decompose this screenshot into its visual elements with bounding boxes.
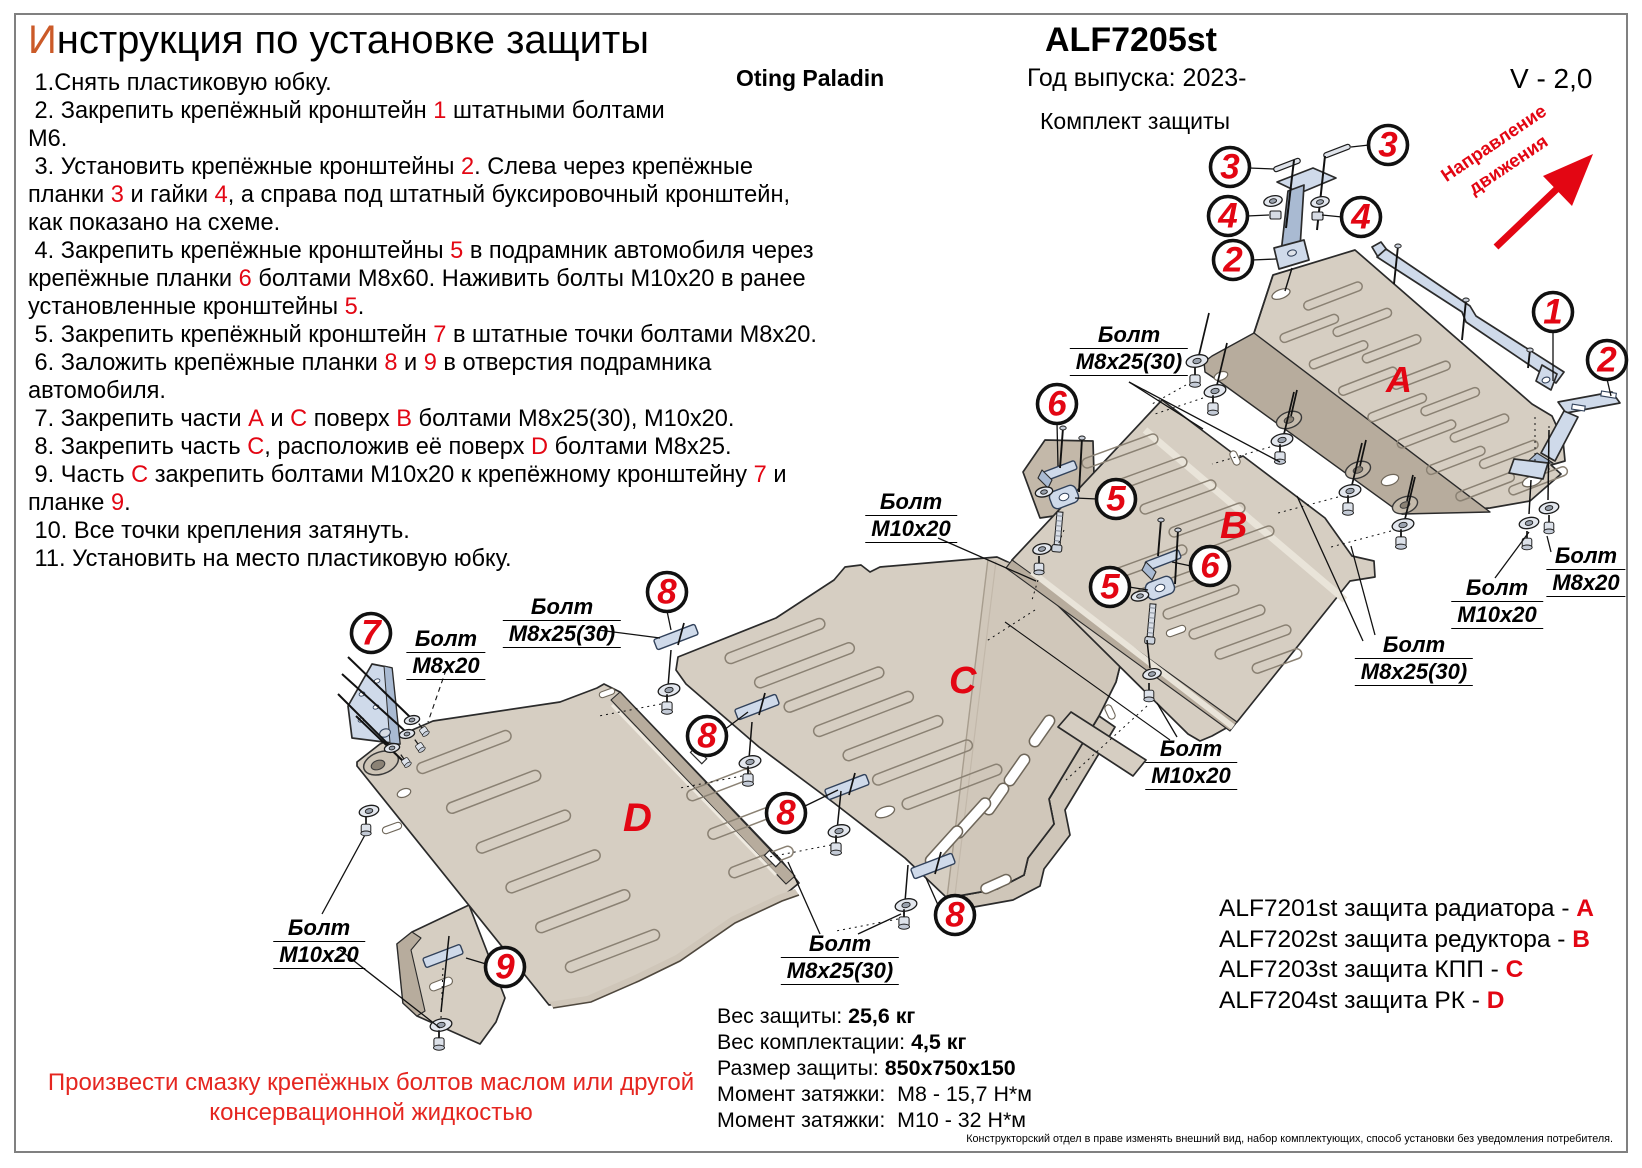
svg-text:B: B	[1220, 505, 1247, 547]
svg-text:3: 3	[1220, 148, 1240, 187]
svg-text:9: 9	[495, 948, 515, 987]
svg-text:5: 5	[1106, 480, 1126, 519]
svg-text:8: 8	[697, 717, 717, 756]
svg-text:A: A	[1385, 359, 1412, 400]
svg-text:4: 4	[1350, 198, 1370, 237]
svg-text:6: 6	[1200, 547, 1220, 586]
svg-text:3: 3	[1378, 126, 1398, 165]
svg-text:8: 8	[945, 896, 965, 935]
svg-text:5: 5	[1100, 568, 1120, 607]
svg-text:6: 6	[1047, 385, 1067, 424]
svg-text:8: 8	[776, 794, 796, 833]
svg-text:C: C	[949, 660, 977, 702]
svg-text:1: 1	[1543, 293, 1562, 332]
svg-text:8: 8	[657, 573, 677, 612]
svg-text:2: 2	[1222, 241, 1243, 280]
svg-text:2: 2	[1596, 341, 1617, 380]
svg-text:7: 7	[361, 614, 382, 653]
svg-text:4: 4	[1217, 197, 1237, 236]
svg-text:D: D	[623, 796, 652, 840]
